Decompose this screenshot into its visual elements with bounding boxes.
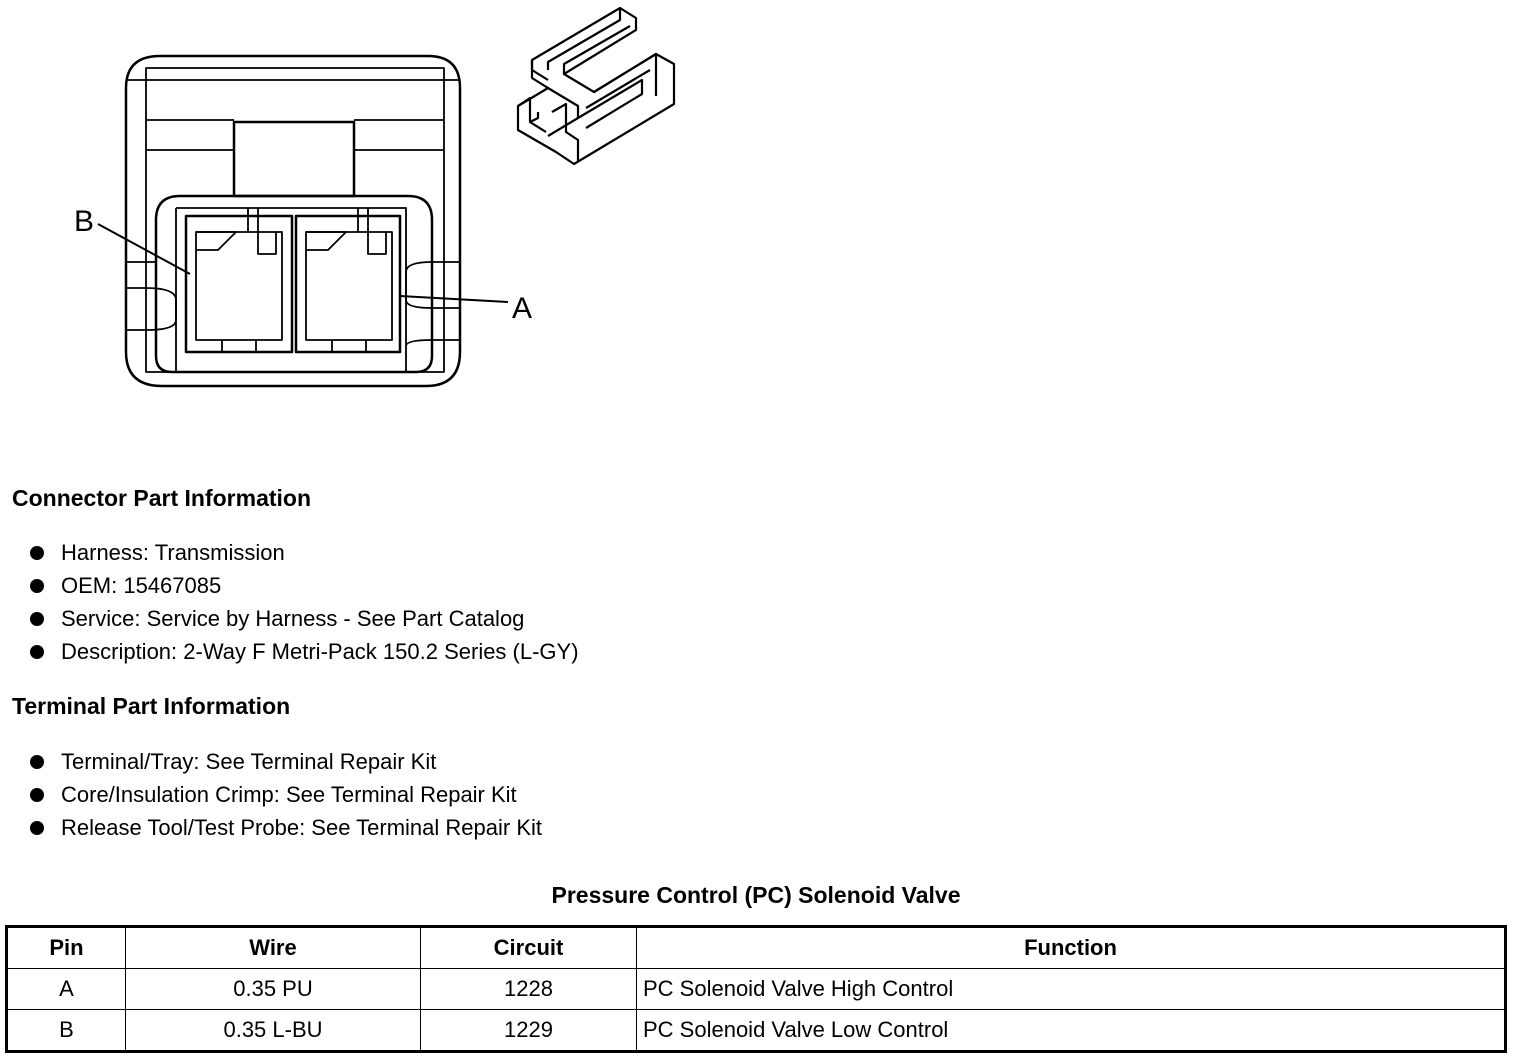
bullet-icon bbox=[30, 579, 44, 593]
header-pin: Pin bbox=[6, 926, 126, 969]
cell-circuit: 1229 bbox=[420, 1009, 637, 1052]
connector-isometric-view bbox=[516, 6, 676, 166]
leader-a bbox=[399, 295, 509, 303]
pin-table: Pin Wire Circuit Function A 0.35 PU 1228… bbox=[5, 925, 1507, 1053]
bullet-icon bbox=[30, 546, 44, 560]
cell-function: PC Solenoid Valve Low Control bbox=[636, 1009, 1506, 1052]
list-item: OEM: 15467085 bbox=[30, 569, 579, 602]
pin-label-a: A bbox=[512, 292, 532, 325]
pin-label-b: B bbox=[74, 205, 94, 238]
connector-info-title: Connector Part Information bbox=[12, 485, 312, 511]
cell-function: PC Solenoid Valve High Control bbox=[636, 968, 1506, 1010]
bullet-icon bbox=[30, 821, 44, 835]
table-header-row: Pin Wire Circuit Function bbox=[6, 926, 1506, 969]
terminal-info-list: Terminal/Tray: See Terminal Repair Kit C… bbox=[30, 745, 542, 844]
bullet-icon bbox=[30, 788, 44, 802]
pin-table-title: Pressure Control (PC) Solenoid Valve bbox=[551, 882, 961, 908]
list-item: Release Tool/Test Probe: See Terminal Re… bbox=[30, 811, 542, 844]
leader-b bbox=[97, 223, 191, 275]
bullet-icon bbox=[30, 755, 44, 769]
connector-diagram: B A bbox=[74, 6, 676, 388]
bullet-icon bbox=[30, 612, 44, 626]
list-item: Terminal/Tray: See Terminal Repair Kit bbox=[30, 745, 542, 778]
cell-pin: B bbox=[6, 1009, 126, 1052]
terminal-info-title: Terminal Part Information bbox=[12, 693, 291, 719]
list-item: Harness: Transmission bbox=[30, 536, 579, 569]
cell-pin: A bbox=[6, 968, 126, 1010]
connector-info-list: Harness: Transmission OEM: 15467085 Serv… bbox=[30, 536, 579, 668]
list-item: Service: Service by Harness - See Part C… bbox=[30, 602, 579, 635]
cell-circuit: 1228 bbox=[420, 968, 637, 1010]
list-item: Core/Insulation Crimp: See Terminal Repa… bbox=[30, 778, 542, 811]
table-row: A 0.35 PU 1228 PC Solenoid Valve High Co… bbox=[6, 968, 1506, 1010]
table-row: B 0.35 L-BU 1229 PC Solenoid Valve Low C… bbox=[6, 1009, 1506, 1052]
cell-wire: 0.35 PU bbox=[125, 968, 421, 1010]
list-item: Description: 2-Way F Metri-Pack 150.2 Se… bbox=[30, 635, 579, 668]
header-circuit: Circuit bbox=[420, 926, 637, 969]
cell-wire: 0.35 L-BU bbox=[125, 1009, 421, 1052]
bullet-icon bbox=[30, 645, 44, 659]
header-function: Function bbox=[636, 926, 1506, 969]
header-wire: Wire bbox=[125, 926, 421, 969]
